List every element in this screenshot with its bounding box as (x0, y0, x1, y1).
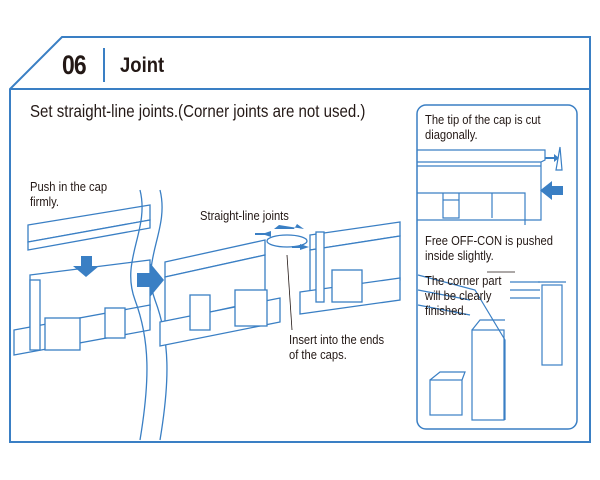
right-arrow-icon (137, 263, 164, 297)
tip-cut-note: The tip of the cap is cut diagonally. (425, 112, 541, 142)
down-arrow-icon (73, 256, 99, 277)
left-arrow-icon (274, 224, 304, 229)
push-arrow-icon (540, 181, 563, 200)
note-line: The tip of the cap is cut (425, 112, 541, 127)
note-line: The corner part (425, 273, 502, 288)
step-title: Joint (120, 54, 165, 77)
label-line: Push in the cap (30, 179, 108, 194)
small-arrow-icon (545, 154, 559, 162)
label-line: of the caps. (289, 347, 347, 362)
off-con-note: Free OFF-CON is pushed inside slightly. (425, 233, 553, 263)
note-line: finished. (425, 303, 467, 318)
straight-joints-label: Straight-line joints (200, 208, 289, 223)
instruction-text: Set straight-line joints.(Corner joints … (30, 101, 366, 121)
note-line: inside slightly. (425, 248, 494, 263)
insert-ends-label: Insert into the ends of the caps. (289, 332, 384, 362)
step-number: 06 (62, 50, 87, 80)
corner-note: The corner part will be clearly finished… (425, 273, 501, 318)
note-line: diagonally. (425, 127, 478, 142)
detail-panel (416, 104, 578, 430)
push-cap-label: Push in the cap firmly. (30, 179, 107, 209)
note-line: will be clearly (425, 288, 492, 303)
label-line: firmly. (30, 194, 59, 209)
note-line: Free OFF-CON is pushed (425, 233, 553, 248)
joint-illustration (13, 189, 401, 441)
label-line: Insert into the ends (289, 332, 385, 347)
